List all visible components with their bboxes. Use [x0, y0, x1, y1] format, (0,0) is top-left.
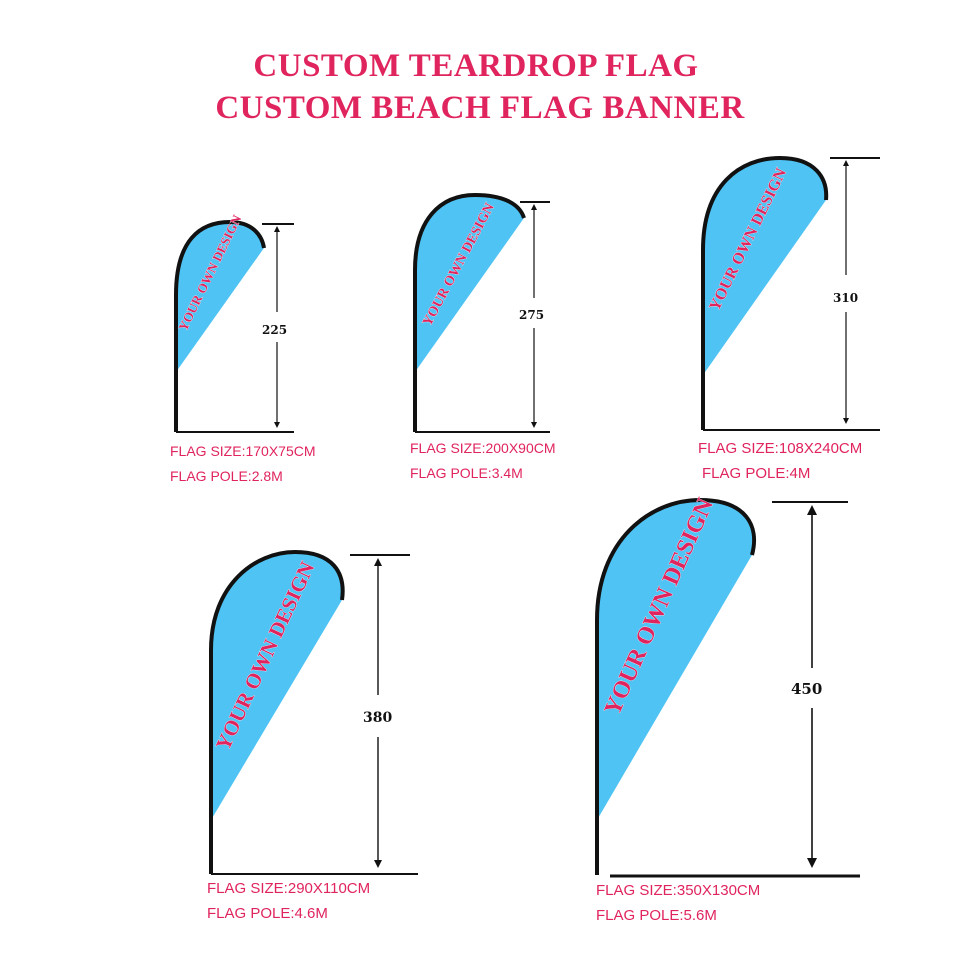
flag-2-height-label: 275 [519, 308, 544, 322]
flag-5-height-label: 450 [791, 680, 822, 698]
title-line-1: CUSTOM TEARDROP FLAG [253, 48, 699, 84]
flag-4-banner [211, 552, 343, 820]
flag-4-size-caption: FLAG SIZE:290X110CM [207, 880, 371, 897]
flag-5-banner [597, 500, 755, 820]
flag-2-pole-caption: FLAG POLE:3.4M [410, 465, 523, 481]
flag-3-pole-caption: FLAG POLE:4M [702, 465, 811, 482]
flag-4-height-label: 380 [363, 710, 392, 726]
flag-3-size-caption: FLAG SIZE:108X240CM [698, 440, 863, 457]
flag-3-outline [701, 155, 829, 375]
flag-5-pole-caption: FLAG POLE:5.6M [596, 907, 717, 924]
flag-5-size-caption: FLAG SIZE:350X130CM [596, 882, 761, 899]
flag-2-outline [413, 192, 526, 372]
flag-3-banner [703, 158, 827, 375]
flag-1-banner [176, 222, 264, 372]
flag-4-pole-caption: FLAG POLE:4.6M [207, 905, 328, 922]
flag-1-height-label: 225 [262, 323, 287, 337]
flag-1-size-caption: FLAG SIZE:170X75CM [170, 443, 316, 459]
flag-1-outline [174, 219, 266, 372]
flag-4-outline [209, 549, 345, 820]
flag-1-pole-caption: FLAG POLE:2.8M [170, 468, 283, 484]
flag-3-height-label: 310 [833, 291, 858, 305]
flag-2-size-caption: FLAG SIZE:200X90CM [410, 440, 556, 456]
flag-2-banner [415, 195, 524, 372]
title-line-2: CUSTOM BEACH FLAG BANNER [215, 90, 745, 126]
flag-5-outline [595, 497, 757, 820]
